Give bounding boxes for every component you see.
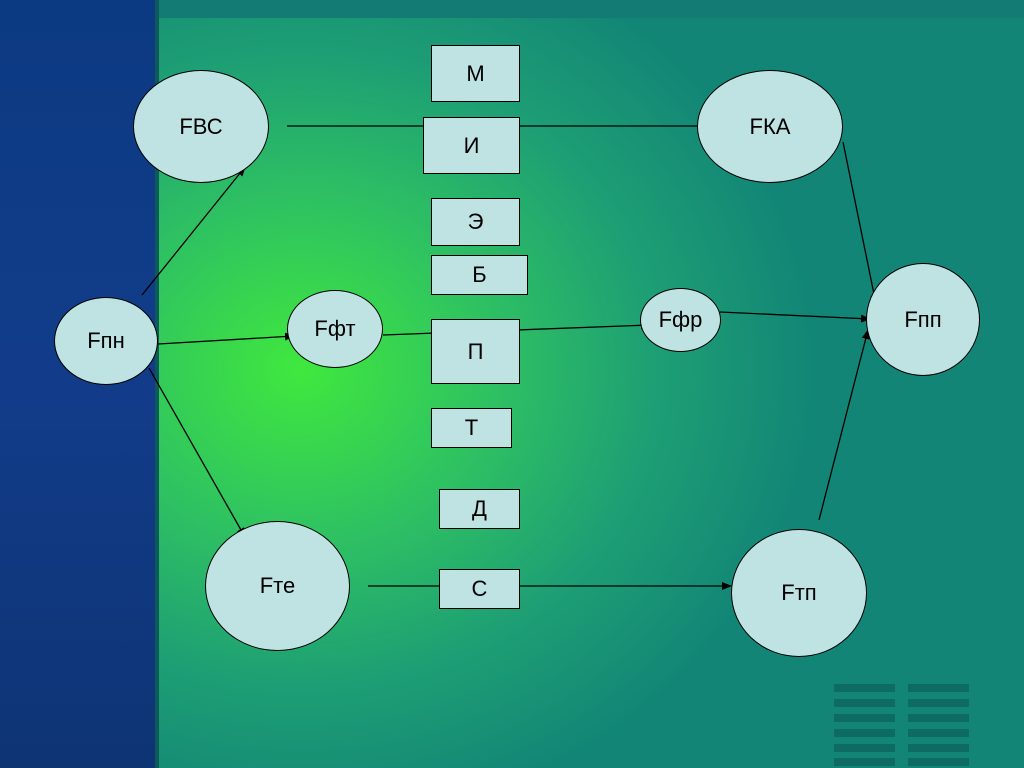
top-strip bbox=[159, 0, 1024, 18]
node-fpn: Fпн bbox=[54, 297, 158, 385]
node-fft: Fфт bbox=[287, 290, 383, 368]
node-ffr: Fфр bbox=[640, 288, 721, 352]
node-fvs: FВС bbox=[133, 70, 269, 183]
box-d: Д bbox=[439, 489, 520, 529]
left-band bbox=[0, 0, 155, 768]
box-i: И bbox=[423, 117, 520, 174]
node-ftp: Fтп bbox=[731, 529, 867, 657]
edge-ffr-fpp bbox=[719, 311, 871, 323]
box-b: Б bbox=[431, 255, 528, 295]
edge-fpn-fft bbox=[157, 332, 295, 345]
edge-ftp-fpp bbox=[818, 329, 870, 521]
edge-fpn-fvs bbox=[141, 166, 246, 296]
box-p: П bbox=[431, 319, 520, 384]
box-t: Т bbox=[431, 408, 512, 448]
left-band-edge bbox=[155, 0, 159, 768]
edge-fka-fpp bbox=[842, 141, 879, 305]
box-s: С bbox=[439, 569, 520, 609]
edge-fpn-fte bbox=[148, 367, 246, 538]
node-fte: Fте bbox=[205, 521, 350, 651]
box-e: Э bbox=[431, 198, 520, 246]
box-m: М bbox=[431, 45, 520, 102]
node-fpp: Fпп bbox=[866, 263, 980, 376]
node-fka: FКА bbox=[697, 70, 843, 183]
